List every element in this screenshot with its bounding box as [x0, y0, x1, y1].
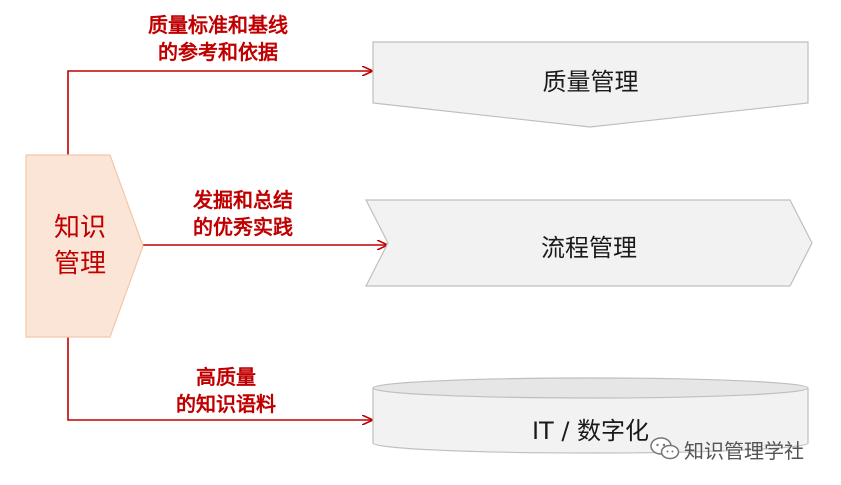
target-node-quality-management: [372, 41, 809, 128]
center-label-line1: 知识: [53, 213, 106, 243]
target-node-process-management: [365, 199, 813, 287]
branch-label-process: 发掘和总结 的优秀实践: [143, 187, 343, 241]
connector-top: [67, 71, 372, 155]
connector-bottom: [67, 337, 372, 420]
branch-label-it-line2: 的知识语料: [176, 392, 276, 416]
center-node-knowledge-management: [25, 154, 144, 338]
target-label-process-management: 流程管理: [541, 234, 637, 262]
target-label-it-digitalization: IT / 数字化: [531, 417, 650, 445]
watermark-text: 知识管理学社: [684, 438, 804, 463]
target-label-quality-management: 质量管理: [542, 68, 639, 96]
watermark: 知识管理学社: [650, 433, 804, 465]
branch-label-process-line2: 的优秀实践: [193, 215, 293, 239]
center-label-line2: 管理: [53, 249, 106, 279]
branch-label-it-line1: 高质量: [196, 365, 256, 389]
branch-label-it: 高质量 的知识语料: [126, 364, 326, 418]
branch-label-quality-line1: 质量标准和基线: [148, 13, 288, 37]
branch-label-process-line1: 发掘和总结: [193, 188, 293, 212]
target-node-it-digitalization: [372, 377, 809, 454]
branch-label-quality: 质量标准和基线 的参考和依据: [118, 12, 318, 66]
center-label: 知识 管理: [40, 210, 120, 282]
branch-label-quality-line2: 的参考和依据: [158, 40, 278, 64]
wechat-icon: [650, 437, 680, 460]
